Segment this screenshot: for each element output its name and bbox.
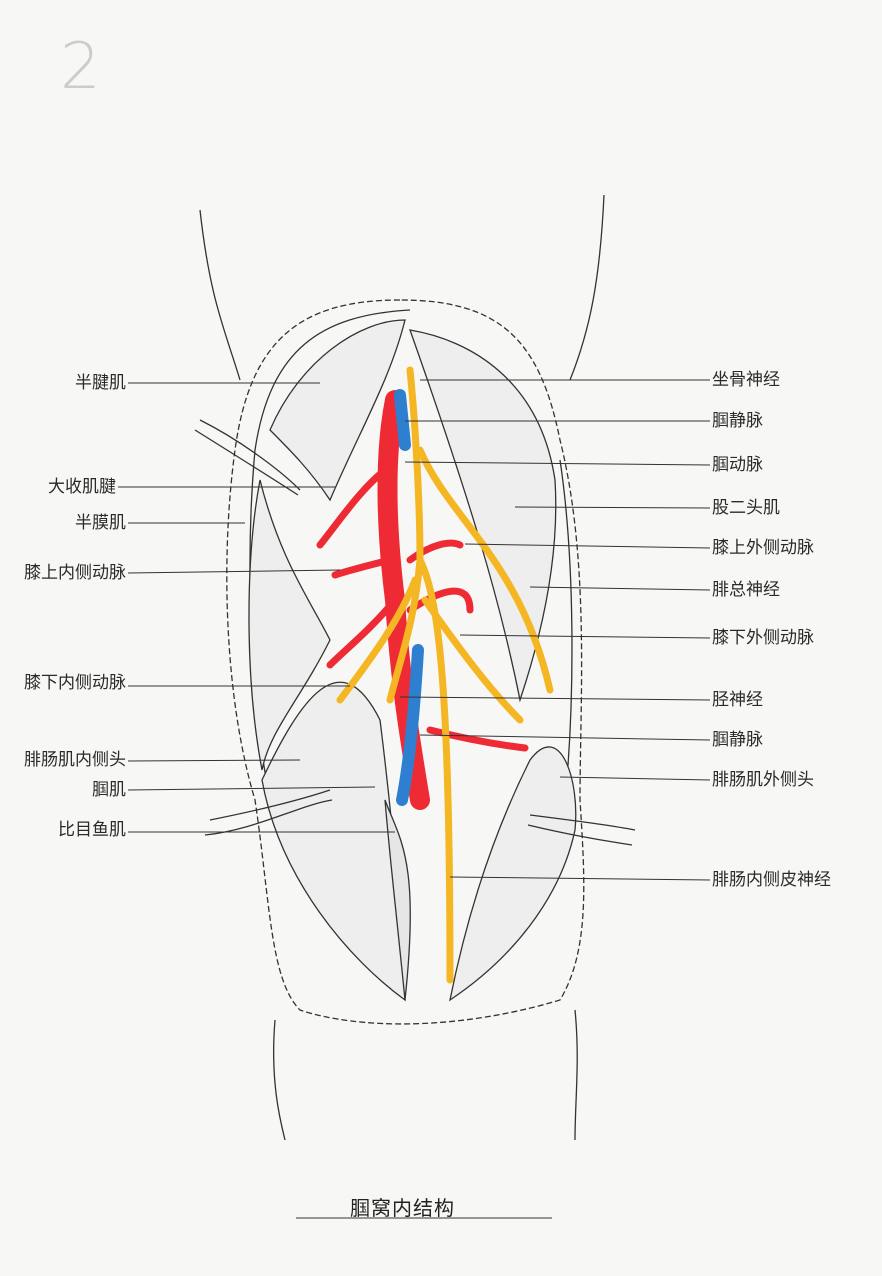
- leg-outline-right: [574, 1009, 578, 1141]
- label-superior-medial-genicular-artery: 膝上内侧动脉: [24, 563, 126, 583]
- label-gastrocnemius-medial-head: 腓肠肌内侧头: [24, 750, 126, 770]
- leader-lines: [118, 379, 711, 1219]
- retractor-right: [527, 814, 636, 846]
- semitendinosus-muscle: [269, 319, 406, 502]
- incision-edge: [226, 299, 585, 1025]
- retractor-left: [194, 419, 301, 496]
- page-number: 2: [60, 30, 101, 104]
- soleus-muscle: [384, 799, 411, 1001]
- retractor-lower-left: [204, 789, 333, 836]
- semimembranosus-muscle: [248, 479, 331, 771]
- label-popliteus: 腘肌: [92, 780, 126, 800]
- gastrocnemius-lateral-head: [449, 746, 577, 1002]
- nerves: [336, 366, 554, 984]
- label-gastrocnemius-lateral-head: 腓肠肌外侧头: [712, 770, 814, 790]
- label-tibial-nerve: 胫神经: [712, 690, 763, 710]
- label-inferior-lateral-genicular-artery: 膝下外侧动脉: [712, 628, 814, 648]
- label-semimembranosus: 半膜肌: [75, 513, 126, 533]
- label-common-peroneal-nerve: 腓总神经: [712, 580, 780, 600]
- thigh-outline-right: [569, 194, 605, 381]
- label-biceps-femoris: 股二头肌: [712, 498, 780, 518]
- leg-outline-left: [273, 1019, 286, 1141]
- label-semitendinosus: 半腱肌: [75, 373, 126, 393]
- label-inferior-medial-genicular-artery: 膝下内侧动脉: [24, 673, 126, 693]
- label-popliteal-artery: 腘动脉: [712, 455, 763, 475]
- label-superior-lateral-genicular-artery: 膝上外侧动脉: [712, 538, 814, 558]
- thigh-outline-left: [199, 209, 241, 381]
- label-adductor-magnus-tendon: 大收肌腱: [48, 477, 116, 497]
- label-sciatic-nerve: 坐骨神经: [712, 370, 780, 390]
- page-title: 腘窝内结构: [350, 1196, 455, 1220]
- label-popliteal-vein-lower: 腘静脉: [712, 730, 763, 750]
- label-popliteal-vein-upper: 腘静脉: [712, 411, 763, 431]
- popliteal-vein: [394, 389, 424, 806]
- label-soleus: 比目鱼肌: [58, 820, 126, 840]
- gastrocnemius-medial-head: [261, 681, 406, 1002]
- label-medial-sural-cutaneous-nerve: 腓肠内侧皮神经: [712, 870, 831, 890]
